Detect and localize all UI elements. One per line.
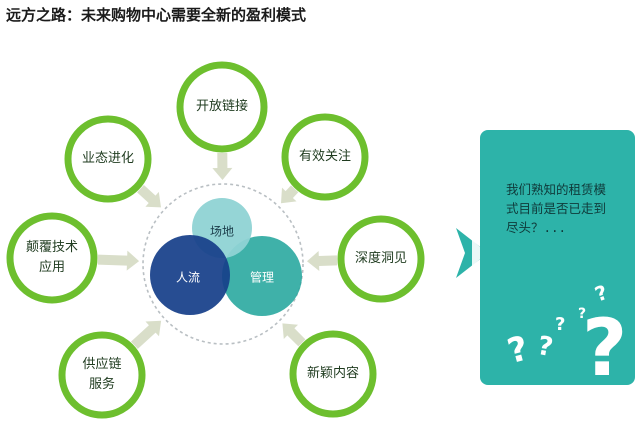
node-supply-chain-service: 供应链 服务 bbox=[82, 357, 122, 392]
ring-disruptive-tech bbox=[6, 212, 98, 304]
callout-text: 我们熟知的租赁模式目前是否已走到尽头？... bbox=[506, 182, 607, 235]
venn-label-venue: 场地 bbox=[209, 224, 235, 239]
connector-arrow-1 bbox=[281, 185, 299, 204]
node-deep-insight: 深度洞见 bbox=[354, 251, 407, 266]
ring-format-evolution bbox=[64, 115, 152, 203]
page-title: 远方之路：未来购物中心需要全新的盈利模式 bbox=[6, 6, 307, 24]
venn-label-management: 管理 bbox=[249, 270, 275, 285]
ring-supply-chain-service bbox=[58, 331, 146, 419]
connector-arrows bbox=[97, 153, 338, 349]
node-rings bbox=[6, 61, 425, 419]
connector-arrow-2 bbox=[307, 251, 338, 271]
ring-novel-content bbox=[289, 330, 377, 418]
ring-effective-attention bbox=[281, 113, 369, 201]
ring-open-links bbox=[176, 61, 268, 153]
node-novel-content: 新颖内容 bbox=[306, 366, 359, 381]
venn-circle-right bbox=[222, 236, 302, 316]
node-effective-attention: 有效关注 bbox=[298, 149, 351, 164]
venn-label-traffic: 人流 bbox=[175, 270, 201, 285]
node-format-evolution: 业态进化 bbox=[81, 151, 134, 166]
svg-text:?: ? bbox=[582, 304, 627, 394]
callout-box bbox=[480, 130, 635, 385]
node-disruptive-tech: 颠覆技术 应用 bbox=[25, 240, 78, 275]
connector-arrow-3 bbox=[282, 323, 306, 347]
connector-arrow-0 bbox=[212, 153, 233, 180]
svg-text:?: ? bbox=[555, 314, 565, 335]
ring-deep-insight bbox=[337, 215, 425, 303]
callout-pointer-inner bbox=[472, 240, 487, 266]
connector-arrow-4 bbox=[131, 320, 162, 349]
svg-text:?: ? bbox=[535, 331, 555, 363]
venn-circle-left bbox=[150, 235, 230, 315]
connector-arrow-6 bbox=[137, 185, 161, 208]
center-dashed-ring bbox=[142, 183, 304, 345]
connector-arrow-5 bbox=[97, 250, 140, 271]
node-open-links: 开放链接 bbox=[195, 99, 248, 114]
svg-text:?: ? bbox=[578, 306, 586, 322]
